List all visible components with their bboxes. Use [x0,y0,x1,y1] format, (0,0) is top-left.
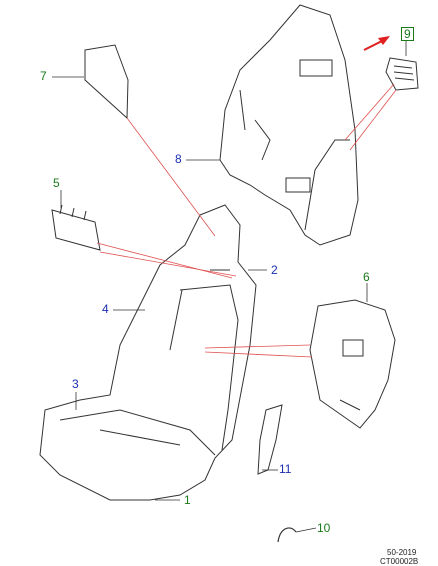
callout-5: 5 [53,176,60,190]
leader-lines-red [96,83,397,358]
callout-11: 11 [279,462,292,476]
callout-6: 6 [363,270,370,284]
part-5-bracket [51,204,101,251]
callout-leaders [52,40,407,533]
seat-main [39,204,257,501]
callout-10: 10 [317,521,331,535]
seat-back-frame [219,4,359,246]
callout-4: 4 [102,302,109,316]
callout-9: 9 [401,27,414,41]
footer-code: CT00002B [380,557,419,566]
callout-7: 7 [40,69,47,83]
direction-arrow [363,36,390,51]
clip-10 [277,527,297,543]
panel-7 [84,44,129,120]
panel-6 [309,299,396,429]
callout-8: 8 [175,152,182,166]
callout-2: 2 [271,263,278,277]
part-9-grille [385,57,419,91]
callout-3: 3 [72,377,79,391]
callout-1: 1 [184,493,191,507]
footer-year: 50-2019 [387,548,417,557]
